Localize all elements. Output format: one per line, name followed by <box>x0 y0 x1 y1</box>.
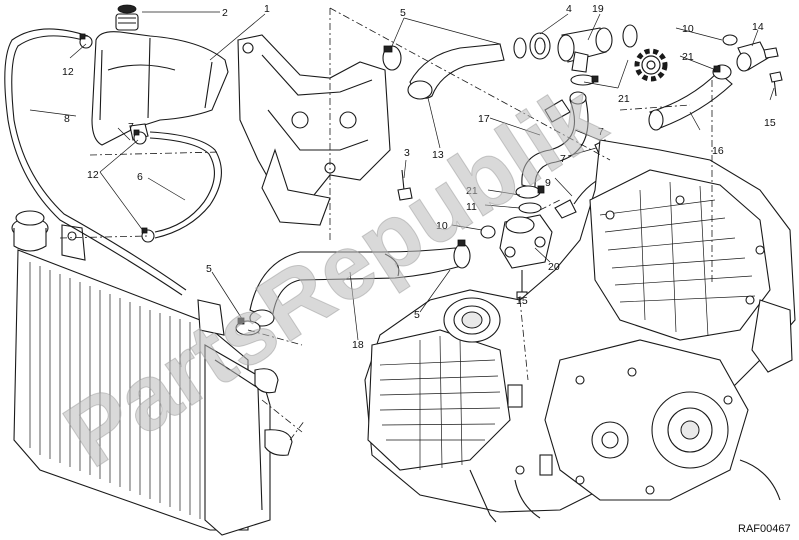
expansion-tank <box>91 4 229 146</box>
clamp-21-right <box>712 64 732 80</box>
callout-15-right: 15 <box>764 117 776 129</box>
callout-21-middle: 21 <box>466 185 478 197</box>
callout-21-upper: 21 <box>618 93 630 105</box>
hose-13 <box>407 43 505 100</box>
clamp-5-lower-right <box>453 239 471 269</box>
callout-12-lower: 12 <box>87 169 99 181</box>
callout-12-upper: 12 <box>62 66 74 78</box>
callout-20: 20 <box>548 261 560 273</box>
radiator <box>11 210 293 536</box>
callout-14: 14 <box>752 21 764 33</box>
callout-8: 8 <box>64 113 70 125</box>
callout-13: 13 <box>432 149 444 161</box>
leader-lines <box>29 11 775 341</box>
thermostat-19 <box>557 24 638 73</box>
callout-5-upper: 5 <box>400 7 406 19</box>
clamp-12-upper <box>79 33 93 49</box>
callout-21-right: 21 <box>682 51 694 63</box>
hose-16 <box>648 71 733 131</box>
callout-16: 16 <box>712 145 724 157</box>
assembly-lines <box>59 7 713 441</box>
clamp-21-upper <box>570 74 599 86</box>
callout-7-mid: 7 <box>560 153 566 165</box>
callout-1: 1 <box>264 3 270 15</box>
hose-8 <box>4 28 183 296</box>
clamp-21-middle <box>515 185 545 199</box>
callout-19: 19 <box>592 3 604 15</box>
callout-3: 3 <box>404 147 410 159</box>
engine-assembly <box>364 139 796 523</box>
callout-10-middle: 10 <box>436 220 448 232</box>
callout-7-right: 7 <box>598 126 604 138</box>
callout-17: 17 <box>478 113 490 125</box>
clamp-5-upper <box>382 37 527 71</box>
hose-6 <box>149 131 222 239</box>
callout-numbers: 2 1 12 8 7 12 6 3 5 4 19 10 14 21 15 16 … <box>62 3 776 351</box>
bolt-15-right <box>769 71 783 97</box>
hose-18 <box>249 247 466 327</box>
callout-4: 4 <box>566 3 572 15</box>
callout-5-lower-left: 5 <box>206 263 212 275</box>
clamp-10-right <box>722 34 738 46</box>
bolt-15-middle <box>516 270 528 299</box>
callout-15-middle: 15 <box>516 295 528 307</box>
callout-6: 6 <box>137 171 143 183</box>
clamp-12-lower <box>133 129 155 243</box>
fitting-20 <box>499 214 553 269</box>
bolt-3 <box>397 169 413 201</box>
coupling-4 <box>529 32 551 60</box>
callout-5-lower-right: 5 <box>414 309 420 321</box>
callout-7-left: 7 <box>128 121 134 133</box>
drawing-code: RAF00467 <box>738 523 791 535</box>
callout-2: 2 <box>222 7 228 19</box>
clamp-10-middle <box>480 225 496 239</box>
temperature-sensor-14 <box>736 41 779 72</box>
callout-10-right: 10 <box>682 23 694 35</box>
gear-icon <box>634 48 668 82</box>
callout-9: 9 <box>545 177 551 189</box>
callout-11: 11 <box>466 201 477 213</box>
callout-18: 18 <box>352 339 364 351</box>
